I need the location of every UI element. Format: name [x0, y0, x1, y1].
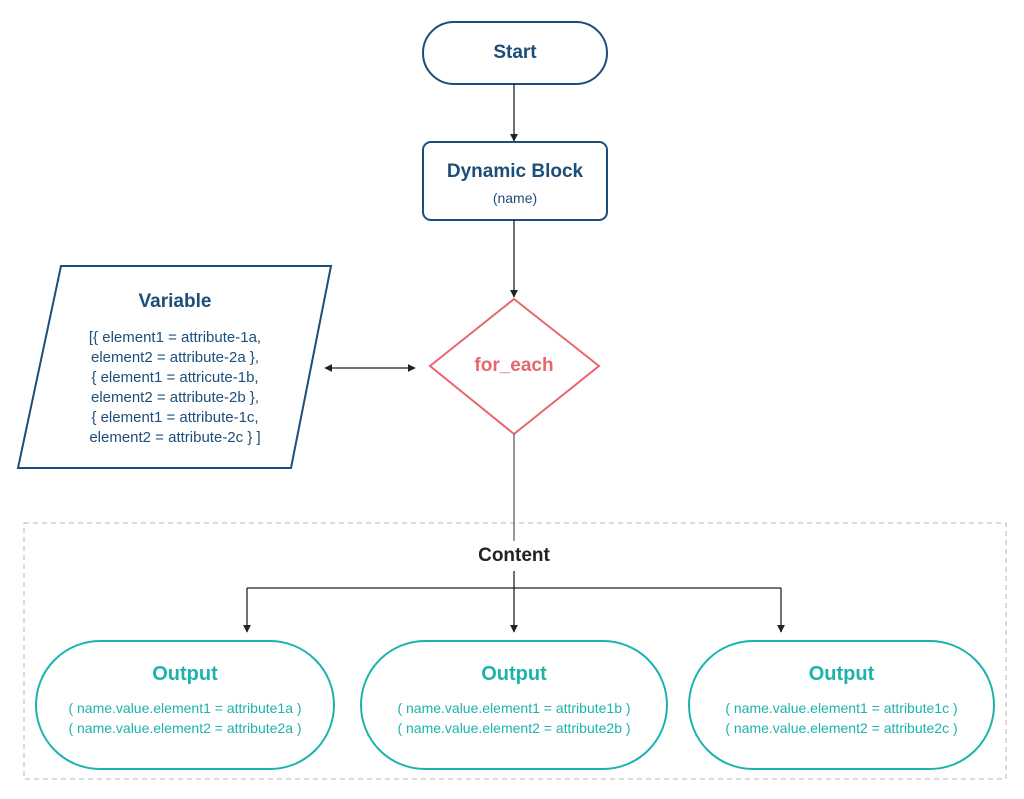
output-line: ( name.value.element1 = attribute1b ): [397, 700, 631, 716]
content-label: Content: [434, 545, 594, 567]
for-each-label: for_each: [474, 355, 554, 376]
output-title-2: Output: [481, 663, 547, 685]
start-node: [422, 21, 608, 85]
variable-line: { element1 = attricute-1b,: [91, 369, 259, 386]
output-node-3: [688, 640, 995, 770]
output-node-2: [360, 640, 668, 770]
output-values-2: ( name.value.element1 = attribute1b ) ( …: [361, 698, 667, 738]
output-line: ( name.value.element2 = attribute2b ): [397, 720, 631, 736]
variable-line: element2 = attribute-2c } ]: [89, 429, 261, 446]
variable-node: [16, 265, 333, 469]
output-line: ( name.value.element1 = attribute1c ): [725, 700, 958, 716]
output-title-1: Output: [152, 663, 218, 685]
content-container: [23, 522, 1007, 780]
variable-value: [{ element1 = attribute-1a, element2 = a…: [55, 328, 295, 448]
variable-line: [{ element1 = attribute-1a,: [88, 329, 262, 346]
variable-line: element2 = attribute-2a },: [90, 349, 260, 366]
dynamic-block-node: [422, 141, 608, 221]
output-values-3: ( name.value.element1 = attribute1c ) ( …: [689, 698, 994, 738]
variable-title: Variable: [138, 291, 212, 312]
output-node-1: [35, 640, 335, 770]
output-values-1: ( name.value.element1 = attribute1a ) ( …: [36, 698, 334, 738]
dynamic-block-subtitle: (name): [492, 190, 538, 206]
output-line: ( name.value.element2 = attribute2c ): [725, 720, 958, 736]
variable-line: { element1 = attribute-1c,: [91, 409, 259, 426]
output-line: ( name.value.element1 = attribute1a ): [68, 700, 302, 716]
output-title-3: Output: [808, 663, 875, 685]
variable-line: element2 = attribute-2b },: [90, 389, 260, 406]
output-line: ( name.value.element2 = attribute2a ): [68, 720, 302, 736]
start-label: Start: [493, 42, 537, 63]
dynamic-block-title: Dynamic Block: [446, 161, 584, 182]
